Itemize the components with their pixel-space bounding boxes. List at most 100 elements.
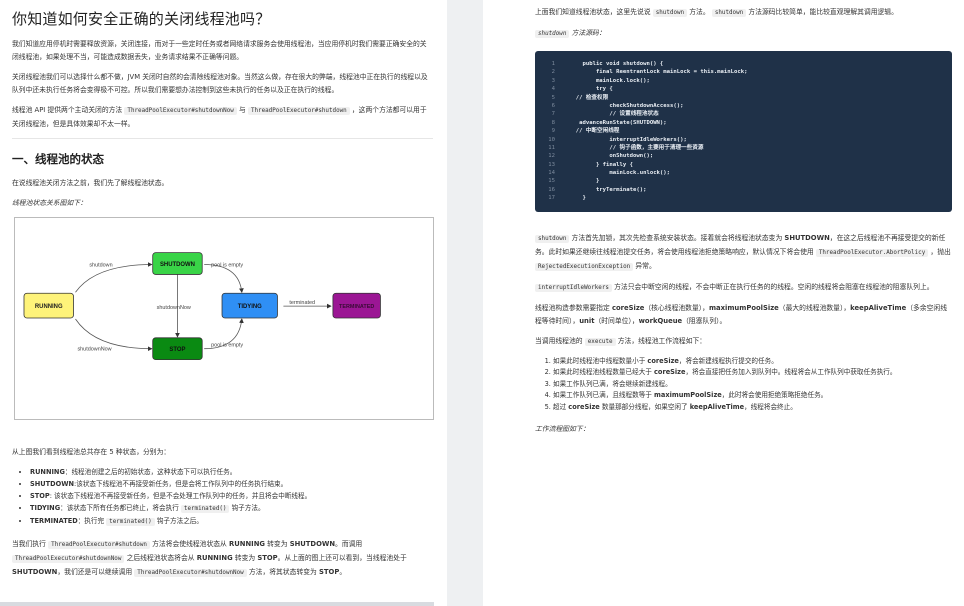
state-terminated: TERMINATED: [339, 304, 374, 310]
line-number: 15: [548, 178, 555, 185]
inline-code: shutdown: [535, 234, 570, 243]
list-item: TERMINATED：执行完 terminated() 钩子方法之后。: [30, 515, 433, 528]
line-number: 17: [548, 195, 555, 202]
section-heading: 一、线程池的状态: [12, 152, 104, 166]
code-caption: shutdown 方法源码：: [535, 27, 952, 38]
code-line: 10 interruptIdleWorkers();: [535, 136, 952, 144]
code-line: 1 public void shutdown() {: [535, 60, 952, 68]
line-number: 10: [548, 136, 555, 143]
state-running-box: [23, 292, 74, 319]
code-line: 4 try {: [535, 85, 952, 93]
inline-code: terminated(): [106, 518, 155, 526]
label-empty-1: pool is empty: [211, 263, 243, 269]
line-number: 13: [548, 161, 555, 168]
list-item: TIDYING：该状态下所有任务都已终止，将会执行 terminated() 钩…: [30, 502, 433, 515]
line-number: 4: [551, 86, 555, 93]
states-intro: 从上图我们看到线程池总共存在 5 种状态，分别为：: [12, 448, 171, 456]
list-item: 如果此时线程池中线程数量小于 coreSize，将会新建线程执行提交的任务。: [553, 356, 952, 368]
diagram-frame: [16, 218, 432, 419]
label-shutdownnow-1: shutdownNow: [77, 347, 111, 353]
inline-code: shutdown: [535, 30, 570, 38]
edge-shutdown: [75, 262, 153, 293]
inline-code: interruptIdleWorkers: [535, 283, 612, 292]
line-number: 2: [551, 69, 555, 76]
inline-code: terminated(): [180, 505, 230, 513]
code-text: mainLock.unlock();: [569, 170, 671, 177]
state-tidying: TIDYING: [238, 304, 262, 310]
code-line: 17 }: [535, 194, 952, 202]
code-line: 6 checkShutdownAccess();: [535, 102, 952, 110]
code-line: 8 advanceRunState(SHUTDOWN);: [535, 119, 952, 127]
line-number: 1: [551, 61, 555, 67]
line-number: 7: [551, 111, 555, 118]
state-shutdown-box: [152, 252, 203, 275]
code-text: tryTerminate();: [569, 186, 647, 193]
code-block: 1 public void shutdown() {2 final Reentr…: [535, 51, 952, 212]
code-text: advanceRunState(SHUTDOWN);: [569, 119, 667, 126]
code-line: 3 mainLock.lock();: [535, 77, 952, 85]
line-number: 12: [548, 153, 555, 160]
state-shutdown: SHUTDOWN: [160, 262, 195, 268]
list-item: RUNNING：线程池创建之后的初始状态，这种状态下可以执行任务。: [30, 466, 433, 478]
code-text: public void shutdown() {: [569, 61, 664, 67]
code-line: 16 tryTerminate();: [535, 186, 952, 194]
list-item: 超过 coreSize 数量那部分线程，如果空闲了 keepAliveTime，…: [553, 402, 952, 414]
inline-code: ThreadPoolExecutor#shutdownNow: [134, 569, 247, 577]
list-item: 如果工作队列已满，将会继续新建线程。: [553, 379, 952, 391]
list-item: 如果此时线程池线程数量已经大于 coreSize，将会直接把任务加入到队列中。线…: [553, 367, 952, 379]
left-page: 你知道如何安全正确的关闭线程池吗？ 我们知道应用停机时需要释放资源，关闭连接，而…: [0, 0, 447, 606]
diagram-caption: 线程池状态关系图如下：: [12, 199, 87, 207]
code-text: } finally {: [569, 161, 633, 168]
flow-list: 如果此时线程池中线程数量小于 coreSize，将会新建线程执行提交的任务。 如…: [535, 356, 952, 414]
line-number: 6: [551, 102, 555, 109]
inline-code: shutdown: [711, 9, 747, 17]
shutdown-intro: 上面我们知道线程池状态，这里先说说 shutdown 方法。 shutdown …: [535, 8, 898, 17]
list-item: STOP: 该状态下线程池不再接受新任务，但是不会处理工作队列中的任务，并且将会…: [30, 490, 433, 502]
line-number: 5: [551, 94, 555, 101]
list-item: 如果工作队列已满，且线程数等于 maximumPoolSize，此时将会使用拒绝…: [553, 390, 952, 402]
code-text: }: [569, 195, 586, 202]
line-number: 9: [551, 128, 555, 135]
label-shutdown: shutdown: [89, 263, 112, 269]
inline-code: ThreadPoolExecutor#shutdownNow: [124, 107, 237, 115]
code-text: onShutdown();: [569, 153, 654, 160]
inline-code: ThreadPoolExecutor#shutdownNow: [12, 555, 125, 563]
list-item: SHUTDOWN:该状态下线程池不再接受新任务，但是会将工作队列中的任务执行结束…: [30, 478, 433, 490]
section-intro: 在说线程池关闭方法之前，我们先了解线程池状态。: [12, 179, 169, 187]
label-shutdownnow-2: shutdownNow: [157, 305, 191, 311]
params-explain: 线程池构造参数需要指定 coreSize（核心线程池数量），maximumPoo…: [535, 303, 947, 325]
state-diagram: shutdown shutdownNow shutdownNow pool is…: [14, 217, 434, 420]
label-empty-2: pool is empty: [211, 343, 243, 349]
edge-shutdownnow-1: [75, 318, 153, 352]
code-text: mainLock.lock();: [569, 77, 650, 84]
line-number: 14: [548, 170, 555, 177]
right-page: 上面我们知道线程池状态，这里先说说 shutdown 方法。 shutdown …: [483, 0, 964, 606]
code-line: 9 // 中断空闲线程: [535, 127, 952, 135]
section-divider: [12, 138, 433, 139]
execute-intro: 当调用线程池的 execute 方法，线程池工作流程如下：: [535, 336, 707, 346]
label-terminated: terminated: [289, 300, 315, 306]
code-text: }: [569, 178, 600, 185]
code-line: 15 }: [535, 177, 952, 185]
code-text: checkShutdownAccess();: [569, 102, 684, 109]
inline-code: execute: [584, 337, 616, 346]
edge-empty-2: [204, 318, 244, 350]
code-text: // 中断空闲线程: [569, 128, 620, 135]
code-line: 11 // 钩子函数，主要用于清理一些资源: [535, 144, 952, 152]
horizontal-scrollbar[interactable]: [0, 602, 434, 606]
edge-empty-1: [204, 264, 244, 294]
line-number: 16: [548, 186, 555, 193]
code-text: try {: [569, 86, 613, 93]
shutdown-explain: shutdown 方法首先加锁，其次先检查系统安装状态。接着就会将线程池状态变为…: [535, 233, 951, 271]
page-gap: [447, 0, 483, 606]
state-list: RUNNING：线程池创建之后的初始状态，这种状态下可以执行任务。 SHUTDO…: [12, 466, 433, 528]
code-line: 12 onShutdown();: [535, 152, 952, 160]
intro-paragraph-1: 我们知道应用停机时需要释放资源，关闭连接，而对于一些定时任务或者网络请求服务会使…: [12, 40, 427, 61]
code-text: // 设置线程池状态: [569, 111, 659, 118]
code-line: 2 final ReentrantLock mainLock = this.ma…: [535, 68, 952, 76]
intro-paragraph-3: 线程池 API 提供两个主动关闭的方法 ThreadPoolExecutor#s…: [12, 106, 427, 128]
code-line: 14 mainLock.unlock();: [535, 169, 952, 177]
code-line: 13 } finally {: [535, 161, 952, 169]
inline-code: ThreadPoolExecutor#shutdown: [48, 541, 150, 549]
code-text: // 检查权限: [569, 94, 609, 101]
